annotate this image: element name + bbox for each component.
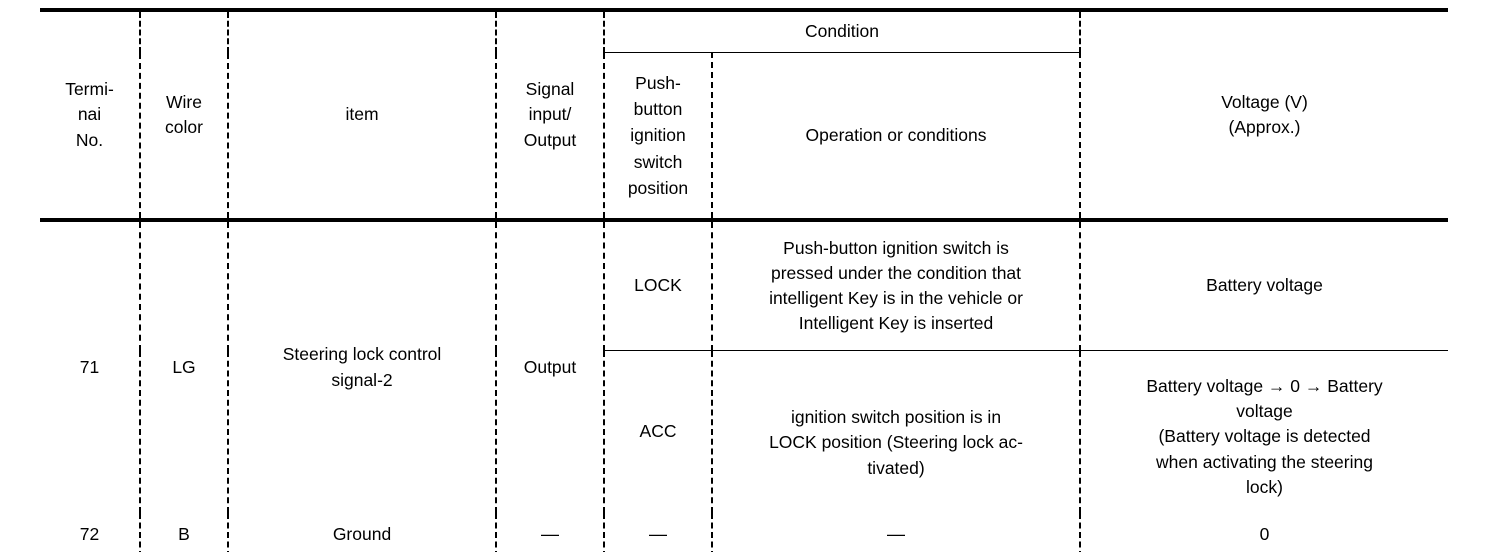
voltage-line: lock) xyxy=(1246,476,1283,497)
cell-item: Steering lock control signal-2 xyxy=(227,218,496,513)
column-header-terminal-no: Termi- nai No. xyxy=(40,8,140,220)
cell-operation: — xyxy=(710,513,1081,552)
wire-color-value: LG xyxy=(172,356,196,377)
item-line: Ground xyxy=(332,524,392,545)
header-line: nai xyxy=(77,104,102,125)
header-group-row: Termi- nai No. Wire color item Signal in… xyxy=(40,8,1449,220)
cell-signal-io: Output xyxy=(495,218,604,513)
cell-switch-position: LOCK xyxy=(603,218,712,351)
cell-item: Ground xyxy=(227,513,496,552)
voltage-line: 0 xyxy=(1259,524,1270,545)
terminal-no-value: 71 xyxy=(79,356,100,377)
cell-voltage: Battery voltage xyxy=(1079,218,1449,351)
voltage-line: (Battery voltage is detected xyxy=(1158,426,1371,447)
voltage-line: voltage xyxy=(1236,401,1293,422)
cell-wire-color: B xyxy=(139,513,228,552)
voltage-line: when activating the steering xyxy=(1156,451,1373,472)
header-line: Condition xyxy=(805,21,879,42)
cell-switch-position: ACC xyxy=(603,350,712,513)
header-line: No. xyxy=(75,129,104,150)
cell-voltage: Battery voltage → 0 → Battery voltage (B… xyxy=(1079,350,1449,513)
signal-io-value: — xyxy=(541,524,559,545)
header-line: item xyxy=(345,104,379,125)
header-line: Voltage (V) xyxy=(1221,91,1308,112)
cell-terminal-no: 71 xyxy=(40,218,140,513)
column-header-item: item xyxy=(227,8,496,220)
table-row: ACC ignition switch position is in LOCK … xyxy=(40,350,1449,513)
item-line: signal-2 xyxy=(331,369,393,390)
column-header-condition-group: Condition xyxy=(602,8,1081,53)
operation-line: intelligent Key is in the vehicle or xyxy=(769,288,1023,308)
header-line: (Approx.) xyxy=(1228,117,1301,137)
operation-line: ignition switch position is in xyxy=(790,407,1002,428)
header-line: Output xyxy=(523,129,577,150)
cell-signal-io: — xyxy=(495,513,604,552)
cell-operation: ignition switch position is in LOCK posi… xyxy=(710,350,1081,513)
cell-wire-color: LG xyxy=(139,218,228,513)
header-line: Signal xyxy=(525,78,575,99)
column-header-voltage: Voltage (V) (Approx.) xyxy=(1079,8,1449,220)
column-header-signal-io: Signal input/ Output xyxy=(495,8,604,220)
cell-terminal-no: 72 xyxy=(40,513,140,552)
header-line: color xyxy=(165,117,203,137)
column-header-operation: Operation or conditions xyxy=(710,52,1081,220)
operation-line: — xyxy=(887,524,905,545)
table-row: 71 LG Steering lock control signal-2 Out… xyxy=(40,218,1449,513)
operation-line: LOCK position (Steering lock ac- xyxy=(769,432,1023,453)
operation-line: tivated) xyxy=(867,457,925,478)
column-header-wire-color: Wire color xyxy=(139,8,228,220)
switch-position-value: ACC xyxy=(639,421,677,442)
cell-voltage: 0 xyxy=(1079,513,1449,552)
voltage-line: Battery voltage xyxy=(1206,275,1323,296)
header-line: switch xyxy=(633,151,683,172)
switch-position-value: LOCK xyxy=(634,275,682,296)
header-line: position xyxy=(627,177,689,198)
item-line: Steering lock control xyxy=(282,344,442,365)
cell-switch-position: — xyxy=(603,513,712,552)
wire-color-value: B xyxy=(178,524,190,545)
spec-table-container: Termi- nai No. Wire color item Signal in… xyxy=(40,8,1449,552)
operation-line: pressed under the condition that xyxy=(770,262,1022,283)
operation-line: Push-button ignition switch is xyxy=(783,237,1009,258)
header-line: Operation or conditions xyxy=(805,124,987,145)
header-line: button xyxy=(633,99,683,120)
header-line: input/ xyxy=(528,104,572,125)
header-line: Termi- xyxy=(65,78,114,99)
header-line: Push- xyxy=(635,72,681,93)
cell-operation: Push-button ignition switch is pressed u… xyxy=(710,218,1081,351)
terminal-no-value: 72 xyxy=(79,524,100,545)
voltage-line: Battery voltage → 0 → Battery xyxy=(1146,376,1383,397)
switch-position-value: — xyxy=(649,524,667,545)
terminal-spec-table: Termi- nai No. Wire color item Signal in… xyxy=(40,8,1449,552)
operation-line: Intelligent Key is inserted xyxy=(798,313,994,334)
signal-io-value: Output xyxy=(523,356,577,377)
table-row: 72 B Ground — — — xyxy=(40,513,1449,552)
header-line: Wire xyxy=(166,91,202,112)
header-sub-row: Push- button ignition switch position Op… xyxy=(40,52,1448,220)
header-line: ignition xyxy=(630,125,686,146)
column-header-switch-position: Push- button ignition switch position xyxy=(603,52,712,220)
